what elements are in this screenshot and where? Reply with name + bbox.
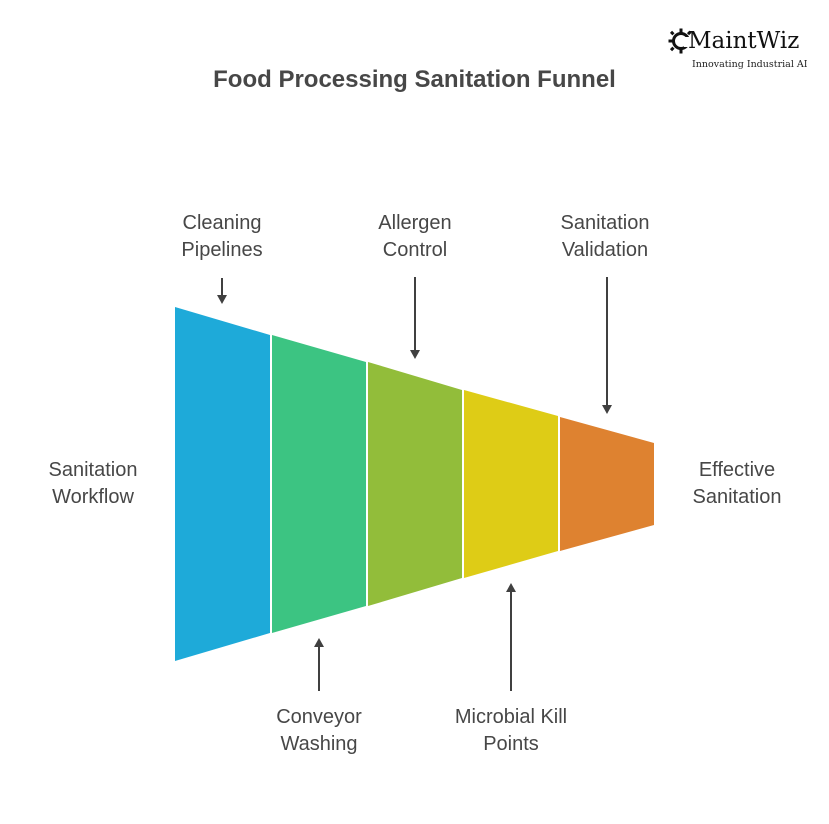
arrowhead-icon xyxy=(506,583,516,592)
stage-label-conveyor-washing: Conveyor Washing xyxy=(254,704,384,758)
input-label-line1: Sanitation xyxy=(48,459,138,481)
arrowhead-icon xyxy=(602,405,612,414)
stage-label-allergen-control: Allergen Control xyxy=(350,210,480,264)
stage-label-microbial-kill-points: Microbial Kill Points xyxy=(431,704,591,758)
logo-tagline: Innovating Industrial AI xyxy=(692,59,808,70)
stage-label-line2: Points xyxy=(483,733,539,755)
stage-label-line2: Control xyxy=(382,239,448,261)
funnel-segment-cleaning-pipelines xyxy=(175,307,270,661)
funnel-segment-allergen-control xyxy=(368,362,462,606)
output-label: Effective Sanitation xyxy=(672,457,802,511)
stage-label-sanitation-validation: Sanitation Validation xyxy=(540,210,670,264)
arrowhead-icon xyxy=(314,638,324,647)
input-label: Sanitation Workflow xyxy=(30,457,156,511)
brand-logo: MaintWiz Innovating Industrial AI xyxy=(668,26,818,76)
funnel-segment-microbial-kill-points xyxy=(464,390,558,578)
input-label-line2: Workflow xyxy=(52,486,134,508)
funnel-segment-sanitation-validation xyxy=(560,417,654,551)
output-label-line2: Sanitation xyxy=(692,486,782,508)
output-label-line1: Effective xyxy=(698,459,776,481)
stage-label-cleaning-pipelines: Cleaning Pipelines xyxy=(157,210,287,264)
stage-label-line2: Validation xyxy=(561,239,649,261)
stage-label-line2: Washing xyxy=(280,733,358,755)
logo-name: MaintWiz xyxy=(688,28,800,54)
funnel-segment-conveyor-washing xyxy=(272,335,366,633)
arrowhead-icon xyxy=(410,350,420,359)
diagram-title: Food Processing Sanitation Funnel xyxy=(213,66,616,93)
arrowhead-icon xyxy=(217,295,227,304)
stage-label-line1: Cleaning xyxy=(182,212,262,234)
stage-label-line1: Conveyor xyxy=(276,706,362,728)
stage-label-line2: Pipelines xyxy=(181,239,263,261)
stage-label-line1: Microbial Kill xyxy=(454,706,568,728)
stage-label-line1: Allergen xyxy=(378,212,452,234)
gear-icon xyxy=(668,28,694,54)
stage-label-line1: Sanitation xyxy=(560,212,650,234)
